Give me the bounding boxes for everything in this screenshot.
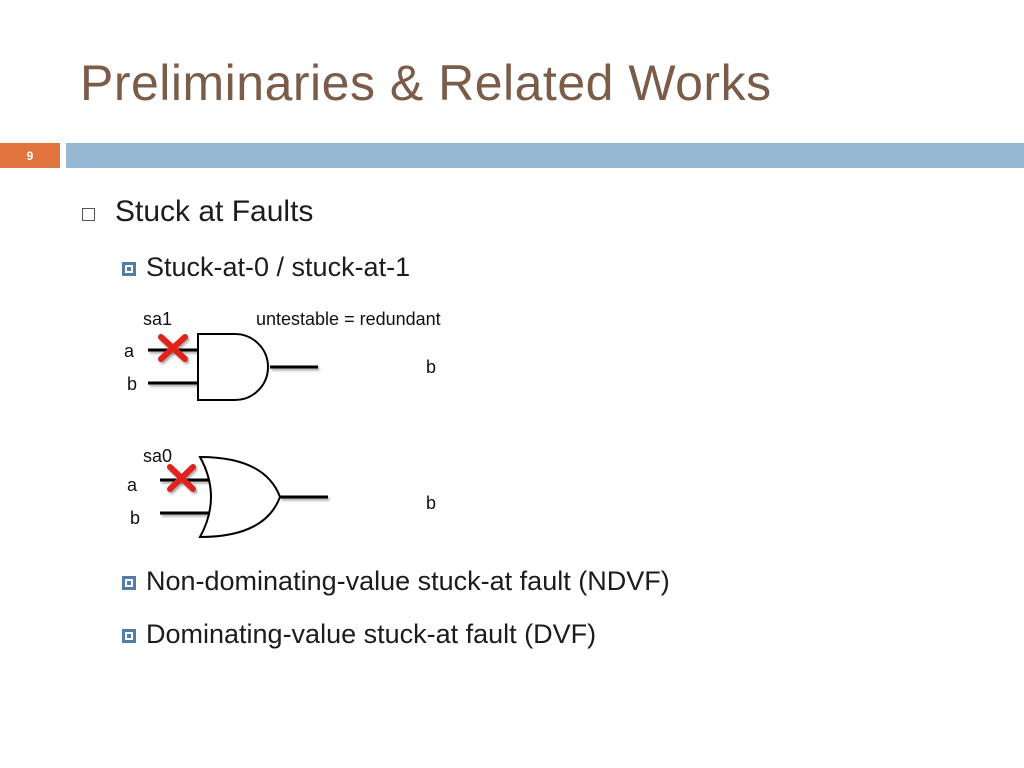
or-result-label: b xyxy=(426,493,436,513)
bullet-text: Stuck-at-0 / stuck-at-1 xyxy=(146,252,411,282)
bullet-stuck-at-0-1: Stuck-at-0 / stuck-at-1 xyxy=(122,252,410,283)
page-number-badge: 9 xyxy=(0,143,60,168)
square-bullet-icon xyxy=(122,261,136,276)
header-bar xyxy=(66,143,1024,168)
bullet-text: Stuck at Faults xyxy=(115,195,314,228)
or-input-a-label: a xyxy=(127,475,138,495)
untestable-note: untestable = redundant xyxy=(256,309,441,329)
red-x-icon xyxy=(158,334,188,362)
bullet-stuck-at-faults: Stuck at Faults xyxy=(82,195,313,229)
bullet-text: Dominating-value stuck-at fault (DVF) xyxy=(146,619,597,649)
or-gate-example: sa0 a b b xyxy=(127,446,600,539)
and-gate-icon xyxy=(197,333,269,401)
sa0-label: sa0 xyxy=(143,446,172,466)
square-bullet-icon xyxy=(122,575,136,590)
bullet-ndvf: Non-dominating-value stuck-at fault (NDV… xyxy=(122,566,670,597)
hollow-square-bullet-icon xyxy=(82,207,95,221)
red-x-icon xyxy=(167,464,196,492)
or-input-b-label: b xyxy=(130,508,140,528)
square-bullet-icon xyxy=(122,628,136,643)
and-input-b-label: b xyxy=(127,374,137,394)
or-gate-icon xyxy=(198,455,282,539)
bullet-text: Non-dominating-value stuck-at fault (NDV… xyxy=(146,566,670,596)
slide-title: Preliminaries & Related Works xyxy=(80,55,772,111)
bullet-dvf: Dominating-value stuck-at fault (DVF) xyxy=(122,619,596,650)
and-input-a-label: a xyxy=(124,341,135,361)
and-result-label: b xyxy=(426,357,436,377)
sa1-label: sa1 xyxy=(143,309,172,329)
and-gate-example: sa1 untestable = redundant a b b xyxy=(124,309,600,401)
